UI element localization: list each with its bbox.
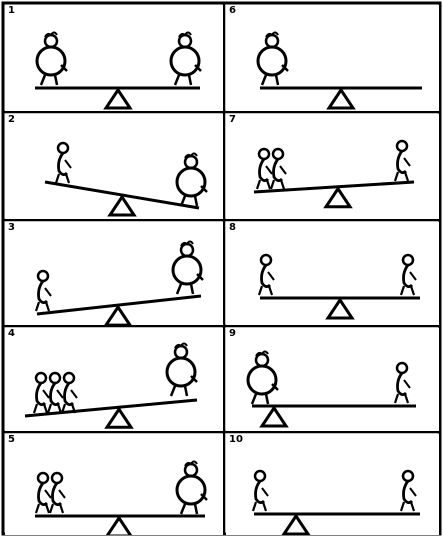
thin-kid-figure	[395, 363, 410, 403]
thin-kid-figure	[395, 141, 410, 181]
panel-three-thin-kids-vs-fat-kid: 4	[5, 328, 223, 431]
panel-two-kids-vs-one-thin-kid: 7	[226, 114, 439, 219]
fulcrum-triangle	[326, 189, 350, 207]
seesaw-illustration	[226, 328, 439, 431]
fat-kid-figure	[171, 33, 201, 86]
thin-kid-figure	[401, 471, 416, 511]
panel-thin-kid-and-thin-kid-balanced: 8	[226, 222, 439, 325]
panel-number: 5	[8, 435, 15, 445]
panel-number: 4	[8, 329, 15, 339]
fulcrum-triangle	[107, 409, 131, 427]
panel-number: 1	[8, 6, 15, 16]
thin-kid-figure	[56, 143, 71, 183]
thin-kid-figure	[34, 373, 49, 413]
seesaw-illustration	[5, 5, 223, 111]
panel-number: 6	[229, 6, 236, 16]
fulcrum-triangle	[106, 90, 130, 108]
seesaw-illustration	[5, 222, 223, 325]
seesaw-illustration	[5, 434, 223, 535]
fulcrum-triangle	[107, 518, 131, 535]
panel-number: 2	[8, 115, 15, 125]
fat-kid-figure	[167, 344, 197, 397]
seesaw-illustration	[5, 114, 223, 219]
panel-thin-kid-vs-fat-kid: 2	[5, 114, 223, 219]
panel-fat-kid-alone: 6	[226, 5, 439, 111]
panel-thin-kid-and-thin-kid-offset: 10	[226, 434, 439, 535]
seesaw-illustration	[5, 328, 223, 431]
seesaw-illustration	[226, 222, 439, 325]
panel-fat-kid-and-fat-kid-balanced: 1	[5, 5, 223, 111]
panel-number: 3	[8, 223, 15, 233]
fulcrum-triangle	[329, 90, 353, 108]
seesaw-illustration	[226, 434, 439, 535]
panel-fat-kid-vs-thin-kid-offset: 9	[226, 328, 439, 431]
panel-number: 9	[229, 329, 236, 339]
fat-kid-figure	[258, 33, 288, 86]
panel-number: 10	[229, 435, 243, 445]
thin-kid-figure	[50, 473, 65, 513]
thin-kid-figure	[48, 373, 63, 413]
seesaw-illustration	[226, 5, 439, 111]
thin-kid-figure	[253, 471, 268, 511]
fulcrum-triangle	[262, 408, 286, 426]
thin-kid-figure	[36, 271, 51, 311]
fulcrum-triangle	[106, 307, 130, 325]
thin-kid-figure	[36, 473, 51, 513]
thin-kid-figure	[62, 373, 77, 413]
panel-two-thin-kids-vs-fat-kid: 5	[5, 434, 223, 535]
fat-kid-figure	[177, 462, 207, 515]
fulcrum-triangle	[284, 516, 308, 534]
seesaw-plank	[254, 182, 414, 192]
fat-kid-figure	[177, 154, 207, 207]
thin-kid-figure	[271, 149, 286, 189]
thin-kid-figure	[257, 149, 272, 189]
panel-number: 8	[229, 223, 236, 233]
fat-kid-figure	[173, 242, 203, 295]
fat-kid-figure	[248, 352, 278, 405]
fulcrum-triangle	[110, 197, 134, 215]
panel-thin-kid-vs-fat-kid-tilted: 3	[5, 222, 223, 325]
fulcrum-triangle	[328, 300, 352, 318]
panel-number: 7	[229, 115, 236, 125]
fat-kid-figure	[37, 33, 67, 86]
seesaw-illustration	[226, 114, 439, 219]
thin-kid-figure	[259, 255, 274, 295]
thin-kid-figure	[401, 255, 416, 295]
